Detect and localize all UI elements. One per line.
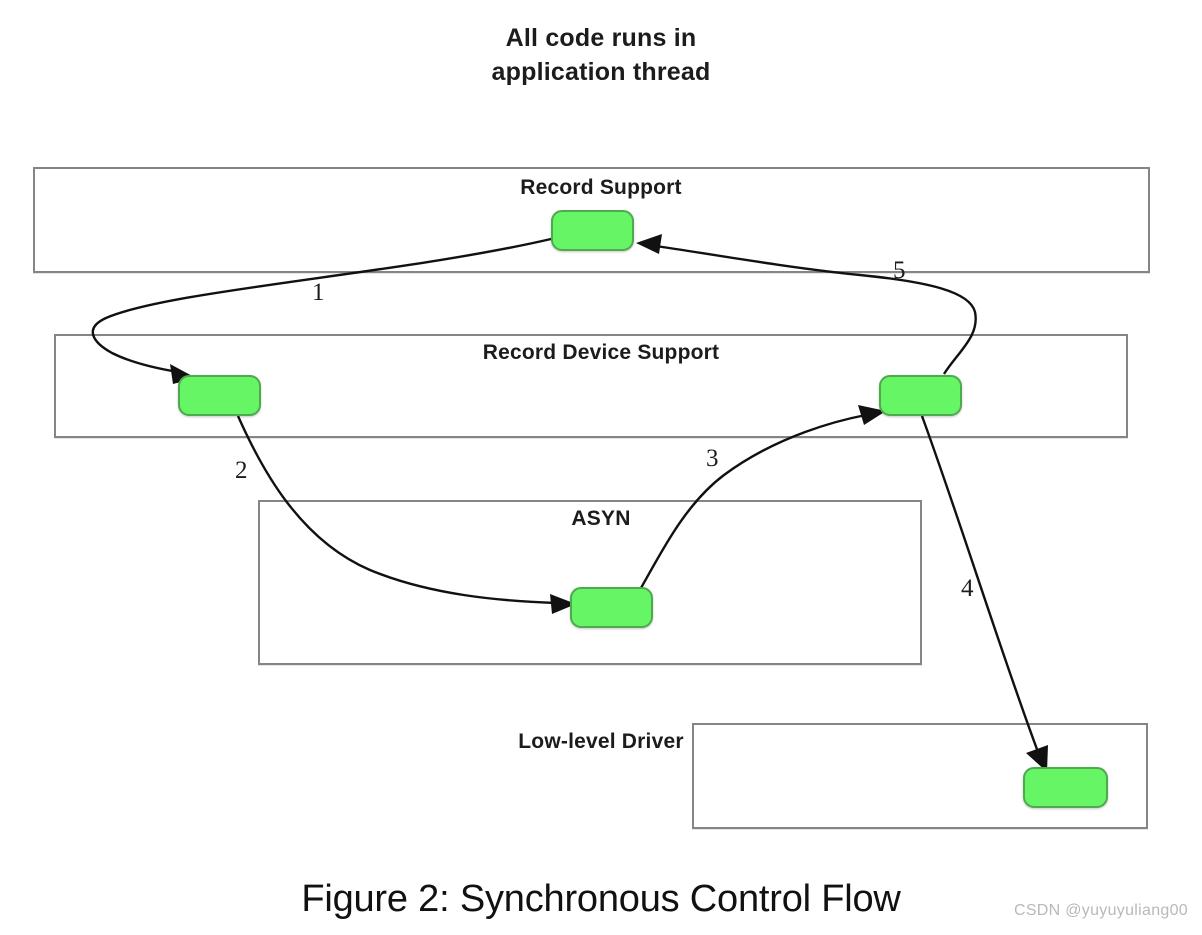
layer-title-record-device-support: Record Device Support — [482, 341, 720, 364]
thread-note-line-1: All code runs in — [505, 24, 697, 52]
layer-title-low-level-driver: Low-level Driver — [518, 730, 684, 753]
thread-note-line-2: application thread — [491, 57, 711, 86]
figure-caption: Figure 2: Synchronous Control Flow — [301, 878, 901, 920]
layer-title-asyn: ASYN — [571, 507, 631, 530]
edge-label-1: 1 — [312, 279, 325, 306]
edge-label-4: 4 — [961, 575, 974, 602]
edge-label-2: 2 — [235, 457, 248, 484]
edge-label-3: 3 — [706, 445, 719, 472]
edge-label-5: 5 — [893, 257, 906, 284]
node-low-level-driver[interactable] — [1023, 767, 1108, 808]
node-record-support[interactable] — [551, 210, 634, 251]
edge-4-path — [920, 415, 1048, 772]
node-asyn[interactable] — [570, 587, 653, 628]
node-record-device-support-left[interactable] — [178, 375, 261, 416]
watermark: CSDN @yuyuyuliang00 — [1013, 902, 1188, 919]
layer-title-record-support: Record Support — [520, 176, 682, 199]
node-record-device-support-right[interactable] — [879, 375, 962, 416]
thread-note: All code runs in application thread — [0, 22, 1202, 90]
